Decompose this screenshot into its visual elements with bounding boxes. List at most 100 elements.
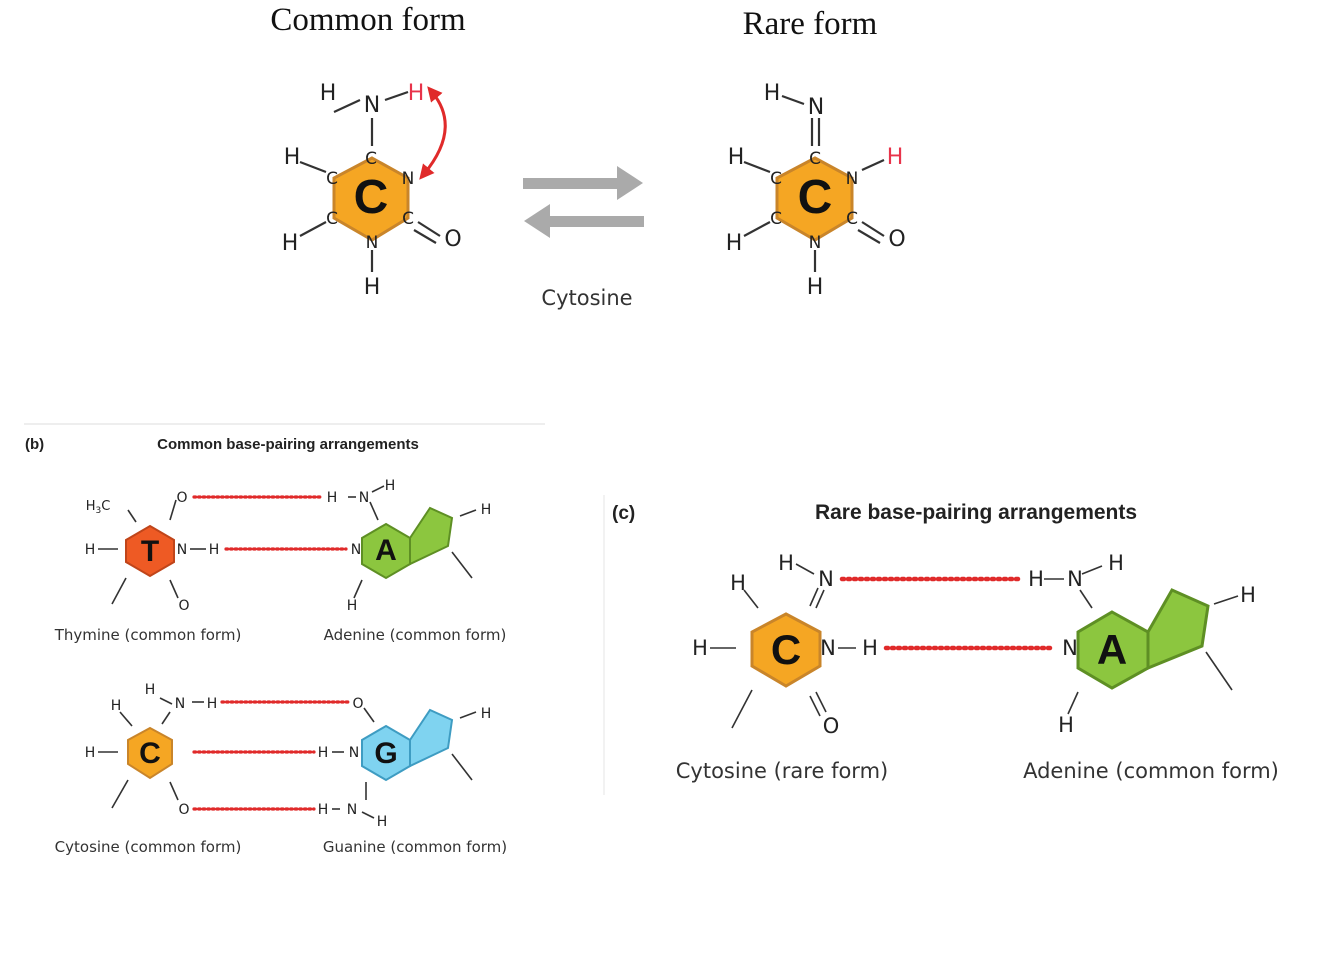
atom-label: H <box>1058 713 1074 737</box>
cytosine-guanine-pair: C H N H H H O G O H H N H N H <box>85 682 492 830</box>
base-letter-t: T <box>141 535 159 568</box>
atom-label: H <box>318 745 329 761</box>
atom-label: H <box>481 706 492 722</box>
rare-cytosine-adenine-pair: C H N H H N H O A H N H N H H <box>692 551 1256 738</box>
atom-label: O <box>888 227 905 252</box>
cytosine-ring <box>332 156 410 242</box>
ring-atom-label: C <box>809 149 821 169</box>
atom-label: N <box>820 636 836 660</box>
ring-atom-label: C <box>326 169 338 189</box>
base-letter-c: C <box>771 626 801 673</box>
atom-label: N <box>175 696 185 712</box>
atom-label: N <box>349 745 359 761</box>
base-letter-a: A <box>1097 626 1127 673</box>
panel-b-title: Common base-pairing arrangements <box>157 436 419 453</box>
atom-label: H <box>1108 551 1124 575</box>
cytosine-common-molecule: C H N H H H H O C N C N C C <box>282 81 462 300</box>
base-letter-c: C <box>139 737 161 770</box>
panel-c-label: (c) <box>612 503 635 524</box>
atom-label: H <box>481 502 492 518</box>
atom-label: H <box>207 696 218 712</box>
ring-atom-label: N <box>366 233 379 253</box>
atom-label: H <box>377 814 388 830</box>
base-letter-c: C <box>798 171 833 224</box>
atom-label: O <box>178 598 189 614</box>
adenine-five-ring <box>409 506 454 566</box>
guanine-caption: Guanine (common form) <box>323 838 507 856</box>
atom-label: H <box>1028 567 1044 591</box>
base-letter-a: A <box>375 534 397 567</box>
ring-atom-label: N <box>809 233 822 253</box>
atom-label: H <box>385 478 396 494</box>
ring-atom-label: C <box>402 209 414 229</box>
atom-label: H <box>347 598 358 614</box>
adenine-caption-b: Adenine (common form) <box>324 626 507 644</box>
atom-label: N <box>818 567 834 591</box>
cytosine-ring <box>750 612 822 688</box>
atom-label: O <box>178 802 189 818</box>
atom-label: H <box>111 698 122 714</box>
atom-label: H <box>1240 583 1256 607</box>
thymine-adenine-pair: T H3C O H N H O A H N H N H H <box>85 478 492 614</box>
atom-label: H <box>209 542 220 558</box>
thymine-caption: Thymine (common form) <box>54 626 242 644</box>
atom-label: H <box>85 542 96 558</box>
atom-label: H <box>807 275 824 300</box>
ring-atom-label: C <box>770 209 782 229</box>
atom-label: N <box>351 542 361 558</box>
atom-label: H <box>730 571 746 595</box>
ring-atom-label: C <box>846 209 858 229</box>
adenine-five-ring <box>1146 588 1210 671</box>
atom-label: H <box>862 636 878 660</box>
cytosine-ring <box>775 156 854 242</box>
atom-label: H <box>284 145 301 170</box>
atom-label: N <box>1062 636 1078 660</box>
base-letter-c: C <box>354 171 389 224</box>
cytosine-rare-molecule: C H N H H H H O C N C N C C <box>726 81 906 300</box>
atom-label: H <box>692 636 708 660</box>
atom-label: H <box>318 802 329 818</box>
atom-label: O <box>444 227 461 252</box>
ring-atom-label: C <box>770 169 782 189</box>
common-form-title: Common form <box>270 2 466 38</box>
atom-label: H <box>764 81 781 106</box>
equilibrium-arrows <box>523 166 644 238</box>
ring-atom-label: C <box>365 149 377 169</box>
atom-label: H <box>726 231 743 256</box>
atom-label: H <box>778 551 794 575</box>
atom-label: N <box>364 93 380 118</box>
cytosine-ring <box>127 726 173 780</box>
base-letter-g: G <box>374 737 397 770</box>
ring-atom-label: C <box>326 209 338 229</box>
cytosine-caption-b: Cytosine (common form) <box>55 838 242 856</box>
methyl-group: H3C <box>86 499 111 516</box>
adenine-caption-c: Adenine (common form) <box>1023 759 1279 783</box>
atom-label: H <box>327 490 338 506</box>
atom-label: N <box>808 95 824 120</box>
atom-label: H <box>728 145 745 170</box>
atom-label: H <box>364 275 381 300</box>
rare-form-title: Rare form <box>743 6 878 42</box>
ring-atom-label: N <box>402 169 415 189</box>
cytosine-arrow-label: Cytosine <box>541 286 632 310</box>
atom-label: H <box>145 682 156 698</box>
atom-label: N <box>1067 567 1083 591</box>
guanine-five-ring <box>409 708 454 768</box>
atom-label: N <box>177 542 187 558</box>
atom-label: O <box>352 696 363 712</box>
atom-label: H <box>85 745 96 761</box>
atom-label: H <box>282 231 299 256</box>
atom-label: N <box>359 490 369 506</box>
ring-atom-label: N <box>846 169 859 189</box>
panel-b-label: (b) <box>25 436 44 453</box>
atom-label: O <box>176 490 187 506</box>
atom-label: H <box>320 81 337 106</box>
cytosine-rare-caption: Cytosine (rare form) <box>676 759 888 783</box>
shifting-hydrogen: H <box>408 81 425 106</box>
thymine-ring <box>125 524 175 578</box>
shifted-hydrogen: H <box>887 145 904 170</box>
atom-label: O <box>823 714 840 738</box>
panel-c-title: Rare base-pairing arrangements <box>815 501 1137 524</box>
atom-label: N <box>347 802 357 818</box>
